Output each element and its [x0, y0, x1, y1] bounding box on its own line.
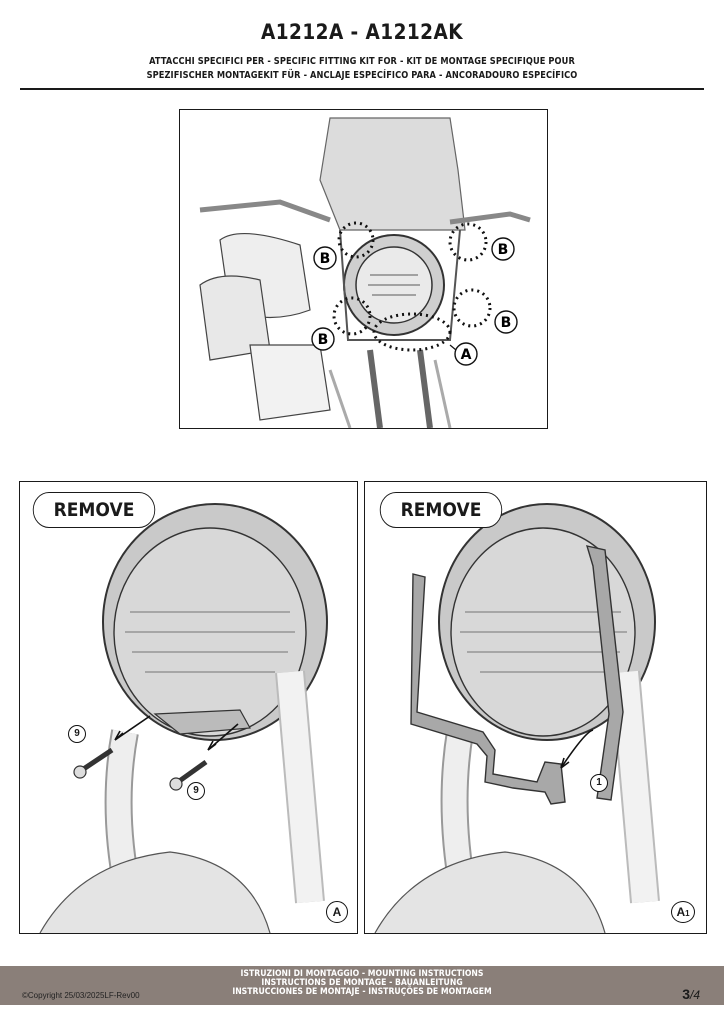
footer-line-3: INSTRUCCIONES DE MONTAJE - INSTRUÇÕES DE… [232, 987, 492, 997]
callout-a [454, 342, 478, 366]
page-number: 3/4 [682, 986, 700, 1002]
part-callout-9-b: 9 [187, 782, 205, 800]
page-total: /4 [689, 988, 700, 1002]
page-title: A1212A - A1212AK [261, 20, 463, 44]
step-letter-right: A1 [671, 901, 695, 923]
step-letter-right-main: A [676, 905, 686, 919]
footer-line-2: INSTRUCTIONS DE MONTAGE - BAUANLEITUNG [261, 978, 463, 988]
copyright-notice: ©Copyright 25/03/2025LF-Rev00 [22, 991, 140, 1000]
step-panel-left: REMOVE 9 9 A [19, 481, 358, 934]
callout-b-2-label: B [498, 242, 509, 258]
step-letter-right-sub: 1 [685, 909, 690, 918]
footer-band: ISTRUZIONI DI MONTAGGIO - MOUNTING INSTR… [0, 966, 724, 1005]
callout-b-3-label: B [318, 332, 329, 348]
step-right-illustration [374, 503, 660, 933]
callout-b-1-label: B [320, 251, 331, 267]
footer-line-1: ISTRUZIONI DI MONTAGGIO - MOUNTING INSTR… [240, 969, 484, 979]
subtitle-line-1: ATTACCHI SPECIFICI PER - SPECIFIC FITTIN… [149, 56, 575, 67]
callout-b-4 [494, 310, 518, 334]
page-current: 3 [682, 986, 690, 1002]
callout-a-label: A [461, 347, 472, 363]
overview-illustration: B B B B A [199, 117, 531, 428]
subtitle-line-2: SPEZIFISCHER MONTAGEKIT FÜR - ANCLAJE ES… [146, 70, 578, 81]
step-panel-right: REMOVE 1 A1 [364, 481, 707, 934]
step-left-illustration [39, 503, 328, 933]
header-divider [20, 88, 704, 90]
callout-b-1 [313, 246, 337, 270]
remove-label-left: REMOVE [32, 492, 156, 528]
step-letter-left: A [326, 901, 348, 923]
callout-b-3 [311, 327, 335, 351]
part-callout-9-a: 9 [68, 725, 86, 743]
overview-figure: B B B B A [179, 109, 548, 429]
remove-label-right: REMOVE [379, 492, 503, 528]
callout-b-4-label: B [501, 315, 512, 331]
callout-b-2 [491, 237, 515, 261]
part-callout-1: 1 [590, 774, 608, 792]
